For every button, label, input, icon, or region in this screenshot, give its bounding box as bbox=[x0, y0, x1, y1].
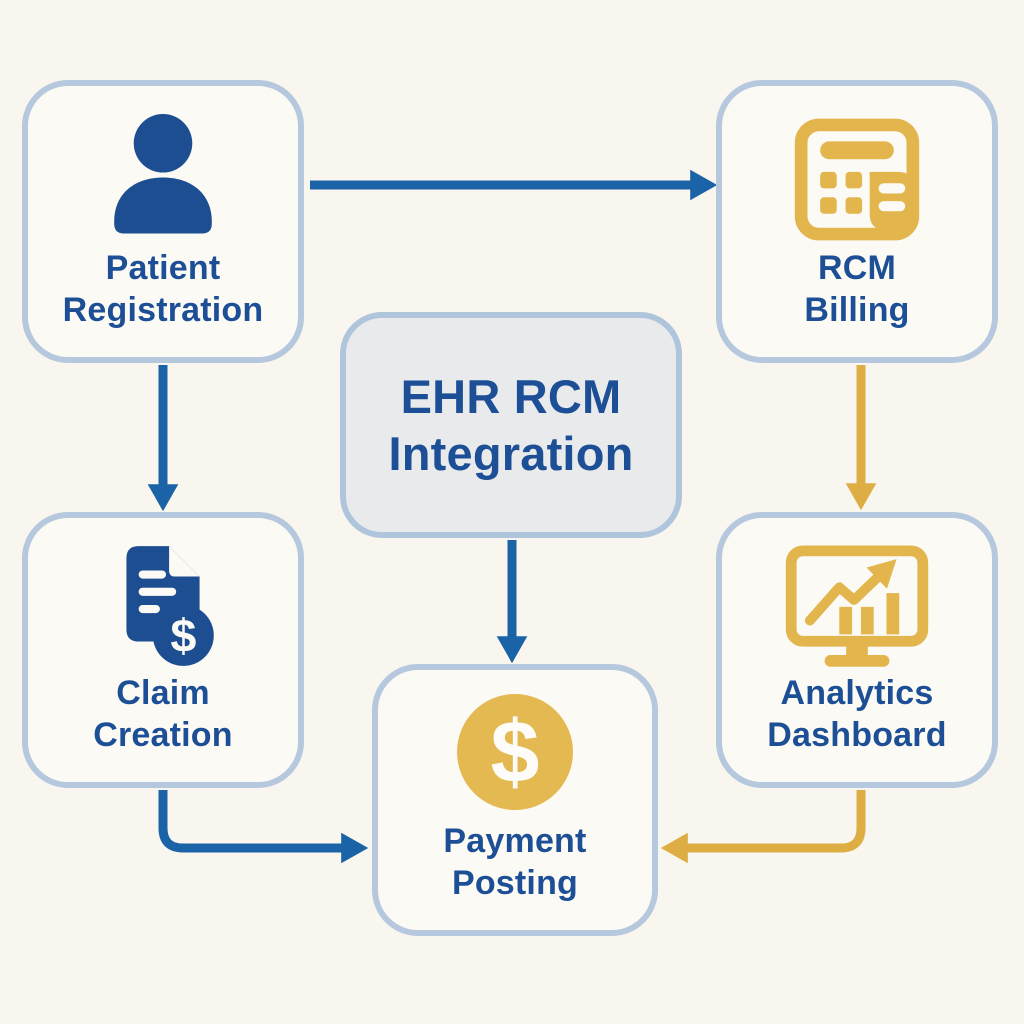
node-label-analytics-dashboard: Analytics Dashboard bbox=[767, 673, 947, 754]
node-payment-posting: $ Payment Posting bbox=[372, 664, 658, 936]
person-icon bbox=[114, 114, 212, 234]
node-label-payment-posting: Payment Posting bbox=[443, 821, 587, 902]
diagram-title: EHR RCM Integration bbox=[388, 369, 634, 480]
connector-claim-to-payment bbox=[158, 790, 369, 864]
billing-document-icon: $ bbox=[126, 546, 214, 666]
node-ehr-rcm-integration: EHR RCM Integration bbox=[340, 312, 682, 538]
node-label-patient-registration: Patient Registration bbox=[62, 248, 264, 329]
connector-analytics-to-payment bbox=[660, 790, 866, 864]
dollar-coin-icon: $ bbox=[457, 694, 573, 810]
node-claim-creation: $ Claim Creation bbox=[22, 512, 304, 788]
monitor-chart-icon bbox=[785, 545, 929, 667]
node-analytics-dashboard: Analytics Dashboard bbox=[716, 512, 998, 788]
node-label-claim-creation: Claim Creation bbox=[93, 673, 233, 754]
svg-text:$: $ bbox=[491, 702, 540, 801]
calculator-icon bbox=[794, 118, 920, 241]
svg-text:$: $ bbox=[170, 610, 196, 662]
node-patient-registration: Patient Registration bbox=[22, 80, 304, 363]
node-rcm-billing: RCM Billing bbox=[716, 80, 998, 363]
node-label-rcm-billing: RCM Billing bbox=[804, 248, 910, 329]
